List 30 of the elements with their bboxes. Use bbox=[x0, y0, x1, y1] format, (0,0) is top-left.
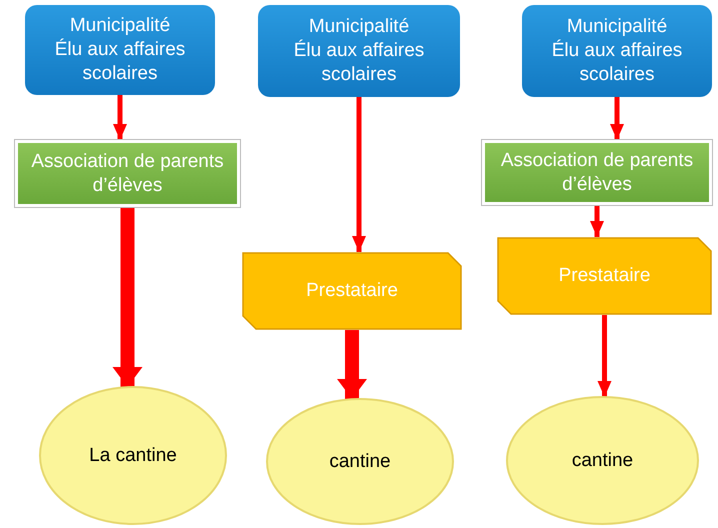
node-label: Élu aux affaires scolaires bbox=[550, 39, 684, 87]
association-box bbox=[482, 140, 712, 205]
node-label: La cantine bbox=[89, 444, 177, 468]
arrow bbox=[598, 315, 612, 397]
arrow bbox=[610, 97, 624, 140]
node-label: Municipalité bbox=[70, 14, 170, 38]
organization-box bbox=[522, 5, 712, 97]
node-label: Association de parents d’élèves bbox=[30, 150, 225, 198]
arrow bbox=[352, 97, 366, 252]
node-label: Élu aux affaires scolaires bbox=[292, 39, 426, 87]
arrow bbox=[337, 330, 367, 399]
arrow bbox=[112, 207, 142, 387]
arrow bbox=[590, 205, 604, 237]
provider-box bbox=[497, 237, 712, 315]
node-label: Municipalité bbox=[308, 15, 410, 40]
node-label: Association de parents d’élèves bbox=[500, 148, 694, 196]
canteen-ellipse bbox=[265, 397, 455, 526]
organization-box bbox=[258, 5, 460, 97]
node-label: Municipalité bbox=[566, 15, 668, 40]
canteen-ellipse bbox=[38, 385, 228, 526]
node-label: Élu aux affaires scolaires bbox=[54, 38, 186, 86]
arrow bbox=[113, 95, 127, 140]
organization-box bbox=[25, 5, 215, 95]
node-label: cantine bbox=[329, 450, 391, 474]
provider-box bbox=[242, 252, 462, 330]
canteen-ellipse bbox=[505, 395, 700, 526]
node-label: Prestataire bbox=[558, 264, 650, 288]
node-label: cantine bbox=[572, 448, 634, 472]
node-label: Prestataire bbox=[306, 279, 398, 303]
association-box bbox=[15, 140, 240, 207]
